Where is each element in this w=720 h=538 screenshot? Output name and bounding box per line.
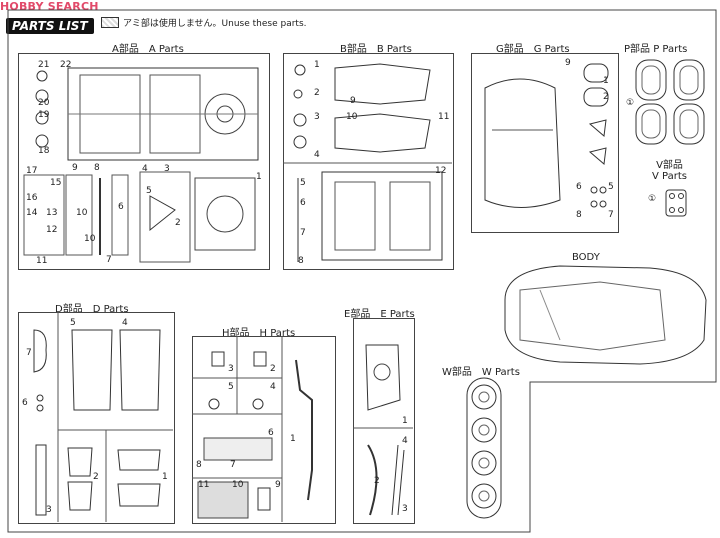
part-e-2: 2 <box>374 476 380 486</box>
part-h-1: 1 <box>290 434 296 444</box>
part-h-8: 8 <box>196 460 202 470</box>
part-h-4: 4 <box>270 382 276 392</box>
part-a-18: 18 <box>38 146 50 156</box>
part-h-9: 9 <box>275 480 281 490</box>
part-a-17: 17 <box>26 166 38 176</box>
part-g-5: 5 <box>608 182 614 192</box>
part-a-13: 13 <box>46 208 58 218</box>
body-label: BODY <box>572 252 600 263</box>
runner-g-label: G部品 G Parts <box>496 44 570 55</box>
part-a-1: 1 <box>256 172 262 182</box>
part-e-1: 1 <box>402 416 408 426</box>
runner-v-label: V部品 V Parts <box>652 160 687 182</box>
runner-a-frame <box>18 53 270 270</box>
part-b-5: 5 <box>300 178 306 188</box>
legend-text: アミ部は使用しません。Unuse these parts. <box>123 19 307 29</box>
part-g-1: 1 <box>603 76 609 86</box>
part-v-1: ① <box>648 194 657 204</box>
runner-e-frame <box>353 318 415 524</box>
part-b-9: 9 <box>350 96 356 106</box>
part-a-21: 21 <box>38 60 50 70</box>
part-a-19: 19 <box>38 110 50 120</box>
part-g-7: 7 <box>608 210 614 220</box>
runner-h-frame <box>192 336 336 524</box>
part-a-11: 11 <box>36 256 48 266</box>
part-b-4: 4 <box>314 150 320 160</box>
part-a-22: 22 <box>60 60 72 70</box>
runner-w-label: W部品 W Parts <box>442 367 520 378</box>
part-b-7: 7 <box>300 228 306 238</box>
part-b-8: 8 <box>298 256 304 266</box>
part-d-6: 6 <box>22 398 28 408</box>
part-a-10: 10 <box>76 208 88 218</box>
runner-d-frame <box>18 312 175 524</box>
part-b-10: 10 <box>346 112 358 122</box>
unused-legend: アミ部は使用しません。Unuse these parts. <box>101 16 307 29</box>
part-h-7: 7 <box>230 460 236 470</box>
runner-p-label: P部品 P Parts <box>624 44 688 55</box>
parts-list-title: PARTS LIST <box>6 18 94 34</box>
hatch-swatch <box>101 17 119 28</box>
part-a-20: 20 <box>38 98 50 108</box>
part-g-8: 8 <box>576 210 582 220</box>
part-a-6: 6 <box>118 202 124 212</box>
runner-b-frame <box>283 53 454 270</box>
part-b-3: 3 <box>314 112 320 122</box>
part-h-5: 5 <box>228 382 234 392</box>
part-d-1: 1 <box>162 472 168 482</box>
part-a-2: 2 <box>175 218 181 228</box>
runner-g-frame <box>471 53 619 233</box>
part-g-2: 2 <box>603 92 609 102</box>
part-b-11: 11 <box>438 112 450 122</box>
part-p-1: ① <box>626 98 635 108</box>
part-d-4: 4 <box>122 318 128 328</box>
part-e-3: 3 <box>402 504 408 514</box>
part-a-15: 15 <box>50 178 62 188</box>
runner-b-label: B部品 B Parts <box>340 44 412 55</box>
part-h-11: 11 <box>198 480 210 490</box>
part-a-4: 4 <box>142 164 148 174</box>
part-b-2: 2 <box>314 88 320 98</box>
part-a-16: 16 <box>26 193 38 203</box>
part-h-6: 6 <box>268 428 274 438</box>
runner-d-label: D部品 D Parts <box>55 304 129 315</box>
part-d-2: 2 <box>93 472 99 482</box>
part-a-3: 3 <box>164 164 170 174</box>
part-d-5: 5 <box>70 318 76 328</box>
part-b-12: 12 <box>435 166 447 176</box>
part-a-5: 5 <box>146 186 152 196</box>
part-h-3: 3 <box>228 364 234 374</box>
part-b-1: 1 <box>314 60 320 70</box>
part-h-10: 10 <box>232 480 244 490</box>
runner-h-label: H部品 H Parts <box>222 328 296 339</box>
part-g-9: 9 <box>565 58 571 68</box>
runner-a-label: A部品 A Parts <box>112 44 184 55</box>
part-a-9: 9 <box>72 163 78 173</box>
part-h-2: 2 <box>270 364 276 374</box>
part-e-4: 4 <box>402 436 408 446</box>
runner-e-label: E部品 E Parts <box>344 309 415 320</box>
part-a-10b: 10 <box>84 234 96 244</box>
part-d-3: 3 <box>46 505 52 515</box>
part-a-8: 8 <box>94 163 100 173</box>
part-a-7: 7 <box>106 255 112 265</box>
part-g-6: 6 <box>576 182 582 192</box>
part-b-6: 6 <box>300 198 306 208</box>
part-a-14: 14 <box>26 208 38 218</box>
part-a-12: 12 <box>46 225 58 235</box>
part-d-7: 7 <box>26 348 32 358</box>
